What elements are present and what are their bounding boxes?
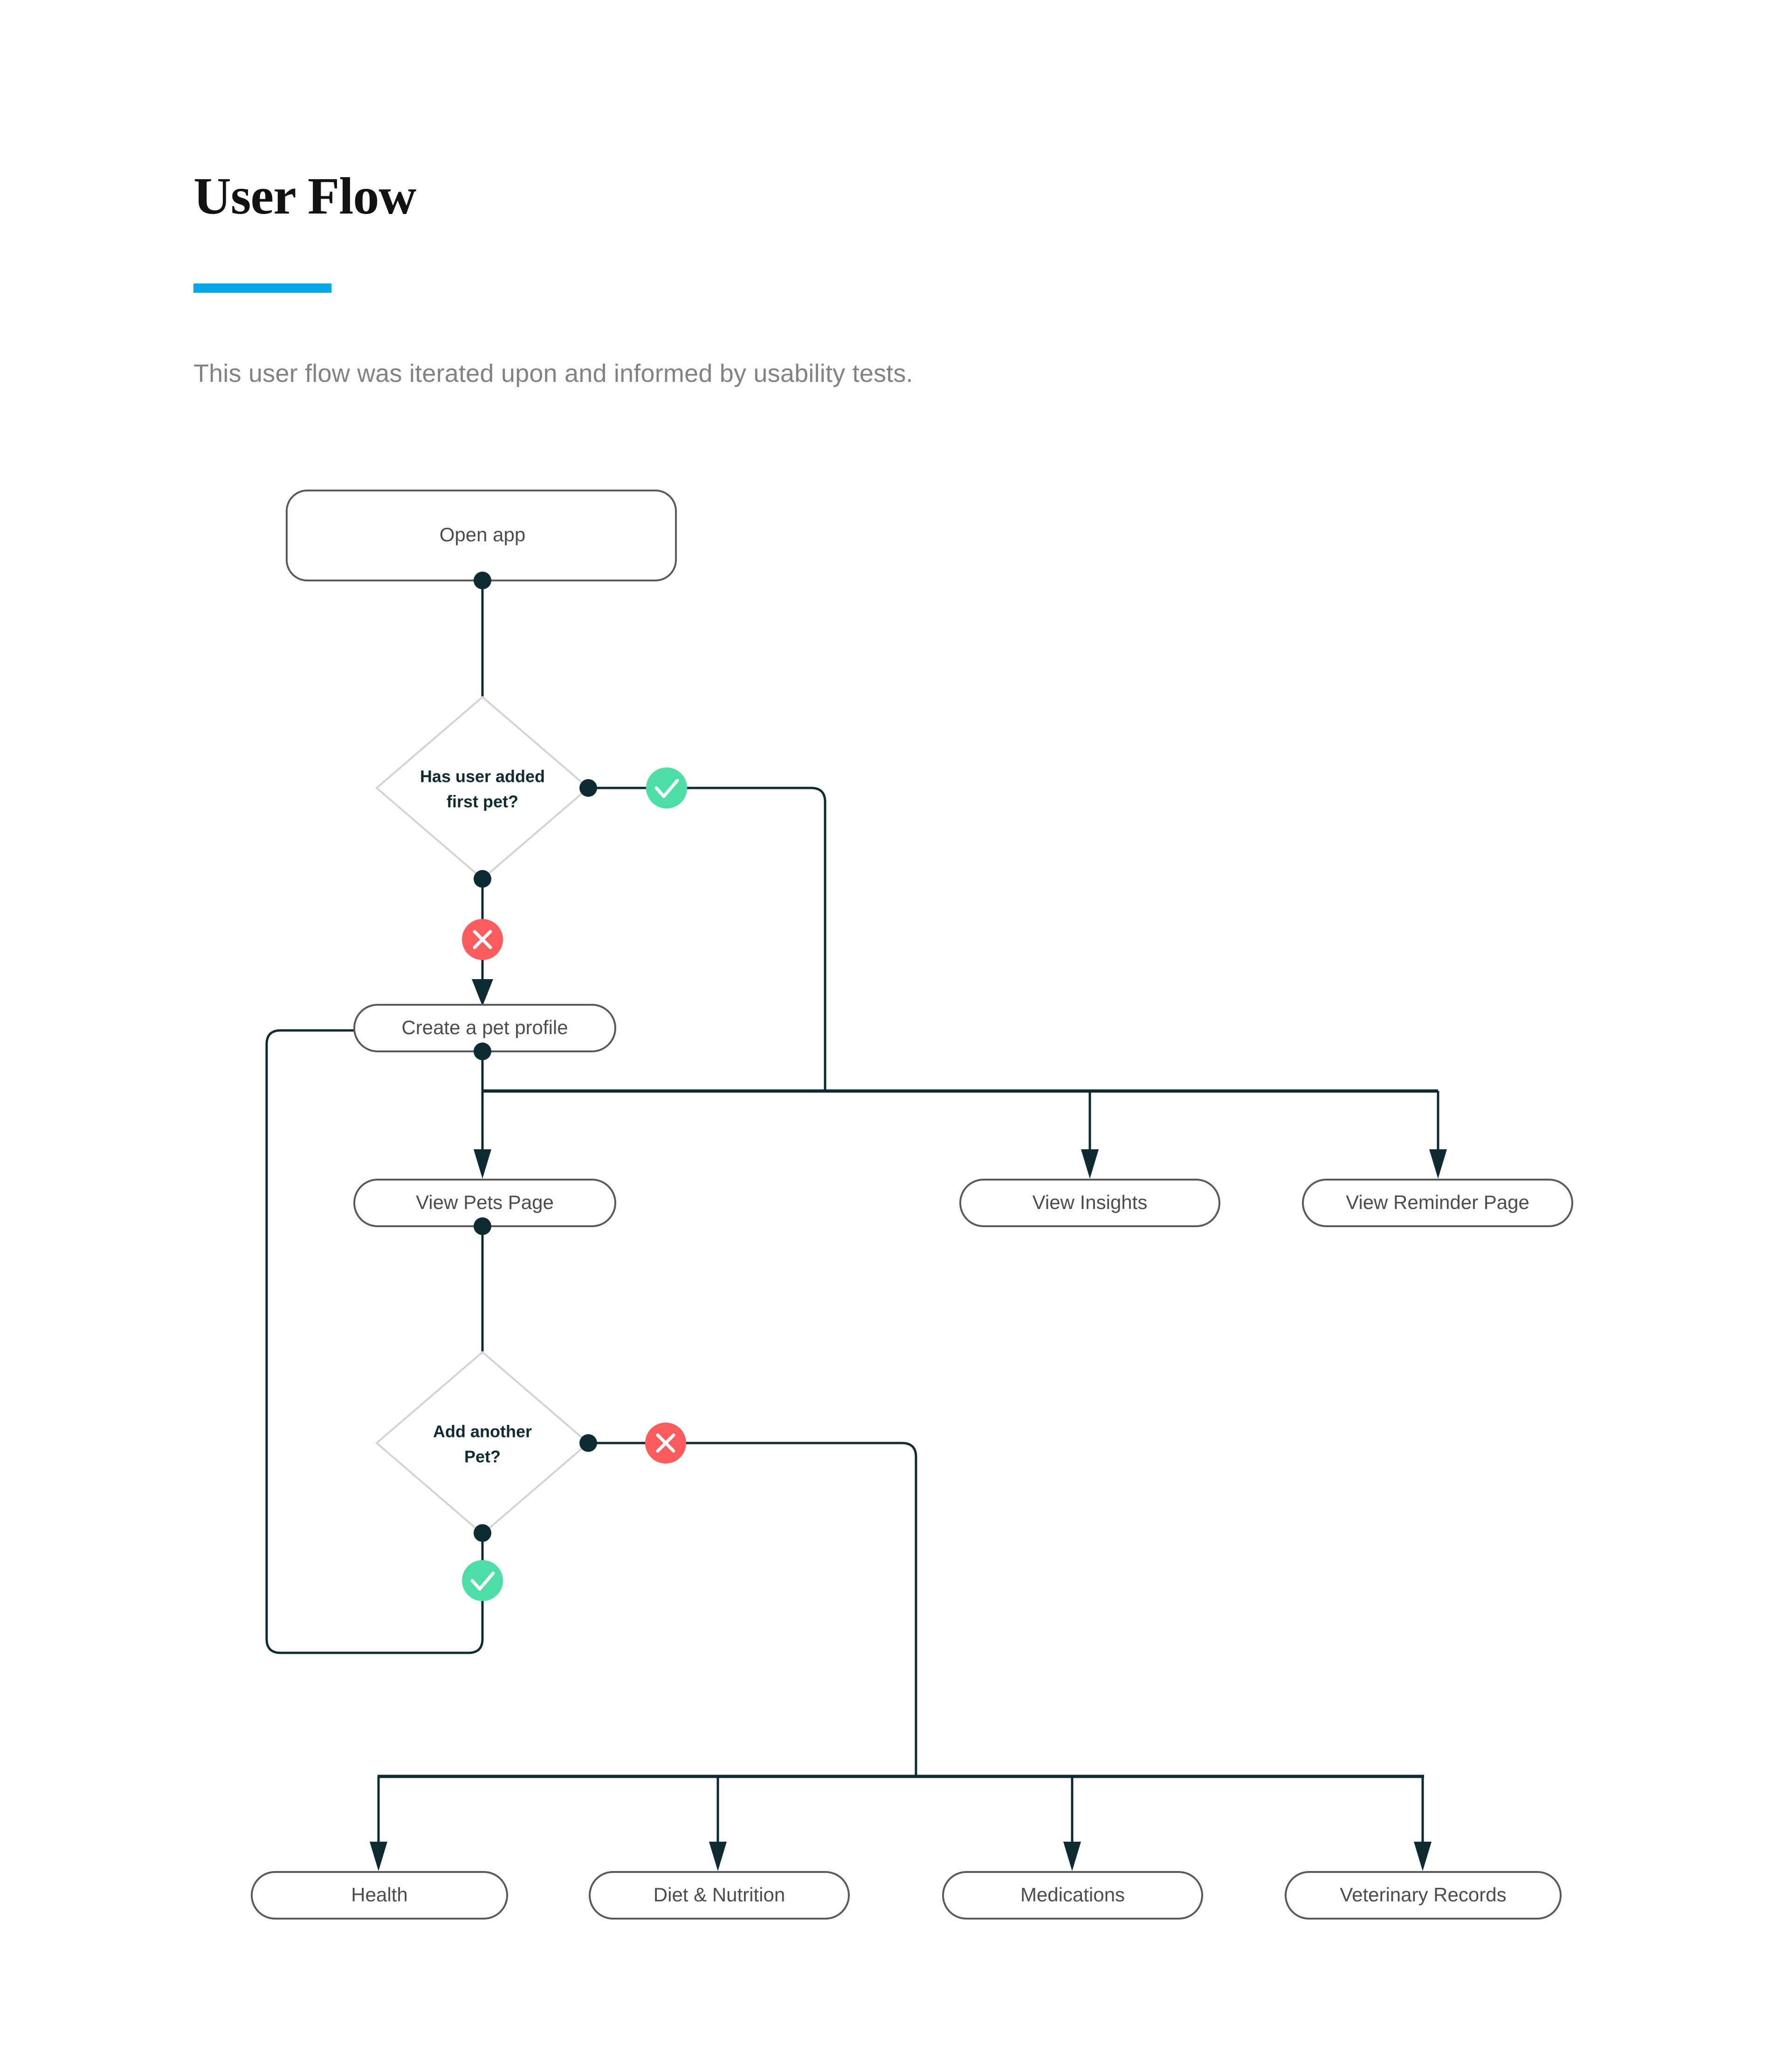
node-view-reminder-page-label: View Reminder Page [1346,1191,1529,1213]
edge-bus-to-view-insights [1081,1091,1099,1179]
node-medications-label: Medications [1020,1884,1125,1906]
cross-badge-no-first-pet [462,919,503,960]
edge-decision2-yes-loopback [265,1020,574,1654]
node-view-insights[interactable]: View Insights [959,1179,1220,1227]
node-decision-add-another-pet[interactable]: Add another Pet? [375,1351,590,1535]
node-decision-has-first-pet[interactable]: Has user added first pet? [375,696,590,880]
connector-dot-decision1-bottom [474,870,491,888]
edge-decision1-yes-to-bus [592,787,826,1091]
node-diet-nutrition[interactable]: Diet & Nutrition [589,1871,850,1920]
connector-dot-open-app [474,572,491,589]
connector-dot-decision1-right [579,779,597,797]
node-health[interactable]: Health [251,1871,508,1920]
node-create-pet-profile-label: Create a pet profile [401,1016,568,1038]
node-view-pets-page-label: View Pets Page [416,1191,554,1213]
check-badge-yes-first-pet [646,767,687,808]
node-veterinary-records-label: Veterinary Records [1340,1884,1506,1906]
user-flow-diagram: Open app Has user added first pet? Creat… [251,490,1573,1920]
connector-dot-decision2-bottom [474,1524,491,1542]
node-veterinary-records[interactable]: Veterinary Records [1285,1871,1562,1920]
title-underline-rule [193,283,331,293]
edge-bus-to-view-pets [474,1091,491,1179]
node-create-pet-profile[interactable]: Create a pet profile [353,1004,616,1052]
check-badge-yes-add-another [462,1560,503,1601]
node-decision-has-first-pet-label-line1: Has user added [420,767,545,786]
page-subtitle: This user flow was iterated upon and inf… [193,359,913,387]
edge-bus-to-view-reminder [1429,1091,1447,1179]
node-decision-add-another-pet-label-line1: Add another [433,1422,532,1441]
node-decision-has-first-pet-label-line2: first pet? [447,792,518,811]
edge-decision2-no-to-bottom-bus [592,1442,917,1776]
node-view-insights-label: View Insights [1033,1191,1148,1213]
node-open-app-label: Open app [440,524,526,546]
edge-bus-to-medications [1063,1776,1081,1871]
node-health-label: Health [351,1884,407,1906]
node-open-app[interactable]: Open app [286,490,677,581]
connector-dot-view-pets [474,1217,491,1235]
edge-bus-to-diet [709,1776,727,1871]
node-diet-nutrition-label: Diet & Nutrition [654,1884,785,1906]
node-view-reminder-page[interactable]: View Reminder Page [1302,1179,1573,1227]
connector-dot-decision2-right [579,1434,597,1452]
connector-dot-create-profile [474,1043,491,1060]
node-medications[interactable]: Medications [942,1871,1203,1920]
cross-badge-no-add-another [645,1423,686,1464]
edge-bus-to-vet-records [1414,1776,1432,1871]
page-title: User Flow [193,167,416,225]
node-decision-add-another-pet-label-line2: Pet? [464,1447,501,1466]
edge-bus-to-health [370,1776,387,1871]
